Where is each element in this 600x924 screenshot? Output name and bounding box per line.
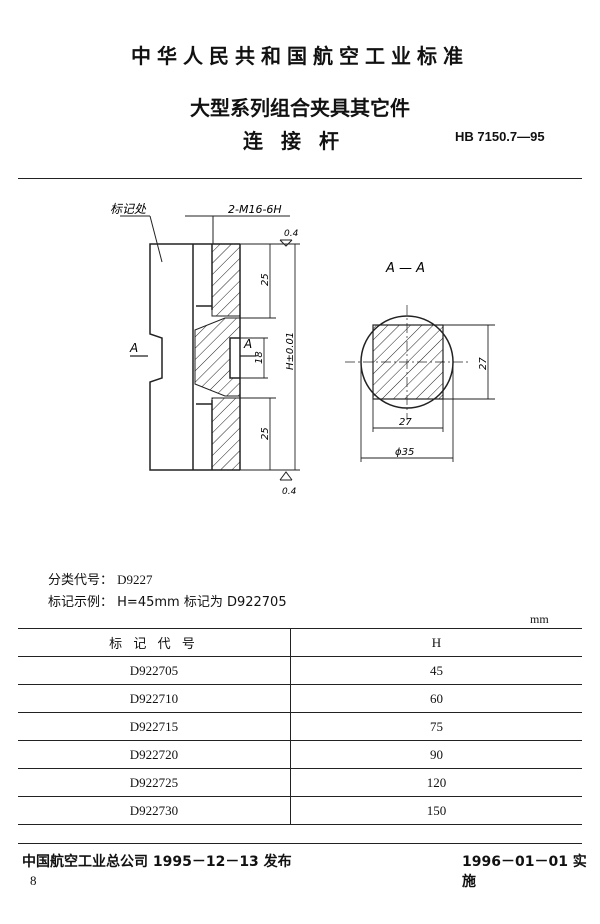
page-number: 8 <box>30 873 37 888</box>
class-code-label: 分类代号： <box>48 573 114 588</box>
header-divider <box>18 178 582 179</box>
cell-h: 90 <box>290 740 582 769</box>
unit-label: mm <box>530 612 549 626</box>
spec-table: 标 记 代 号 H D922705 45 D922710 60 D922715 … <box>18 628 582 825</box>
cell-code: D922725 <box>18 768 291 797</box>
cell-code: D922715 <box>18 712 291 741</box>
marking-example-line: 标记示例： H=45mm 标记为 D922705 <box>48 591 287 610</box>
marking-example-text: H=45mm 标记为 D922705 <box>117 595 287 610</box>
dim-25-top: 25 <box>260 273 271 286</box>
table-row: D922710 60 <box>18 684 582 713</box>
section-mark-left: A <box>129 341 138 355</box>
table-row: D922705 45 <box>18 656 582 685</box>
standard-org-title: 中华人民共和国航空工业标准 <box>131 44 469 68</box>
marking-label: 标记处 <box>110 202 147 216</box>
cell-h: 45 <box>290 656 582 685</box>
cell-code: D922720 <box>18 740 291 769</box>
cell-code: D922705 <box>18 656 291 685</box>
roughness-bottom: 0.4 <box>282 487 297 497</box>
section-mark-right: A <box>243 337 252 351</box>
table-row: D922715 75 <box>18 712 582 741</box>
dim-18: 18 <box>254 351 265 364</box>
cell-h: 120 <box>290 768 582 797</box>
class-code-line: 分类代号： D9227 <box>48 569 153 588</box>
dim-diameter: ϕ35 <box>395 447 414 458</box>
thread-label: 2-M16-6H <box>228 203 282 216</box>
cell-h: 75 <box>290 712 582 741</box>
cell-code: D922730 <box>18 796 291 825</box>
marking-example-label: 标记示例： <box>48 595 114 610</box>
technical-drawing: 标记处 2-M16-6H 0.4 A A <box>110 202 495 497</box>
document-subtitle: 连接杆 <box>243 129 357 153</box>
effective-date: 1996－01－01 实施 <box>462 854 587 890</box>
section-title: A — A <box>385 261 425 276</box>
class-code-value: D9227 <box>117 572 153 587</box>
standard-code: HB 7150.7—95 <box>455 129 545 144</box>
document-title: 大型系列组合夹具其它件 <box>190 96 410 120</box>
col-header-code: 标 记 代 号 <box>18 628 291 657</box>
cell-h: 60 <box>290 684 582 713</box>
table-row: D922730 150 <box>18 796 582 825</box>
dim-25-bottom: 25 <box>260 427 271 440</box>
dim-27-vertical: 27 <box>478 357 489 370</box>
dim-h: H±0.01 <box>285 332 296 370</box>
roughness-top: 0.4 <box>284 229 299 239</box>
dim-27-horizontal: 27 <box>399 417 412 428</box>
section-view <box>345 305 470 420</box>
footer-divider <box>18 843 582 844</box>
col-header-h: H <box>290 628 582 657</box>
cell-code: D922710 <box>18 684 291 713</box>
table-row: D922720 90 <box>18 740 582 769</box>
table-row: D922725 120 <box>18 768 582 797</box>
cell-h: 150 <box>290 796 582 825</box>
issuer-text: 中国航空工业总公司 1995－12－13 发布 <box>22 854 292 870</box>
